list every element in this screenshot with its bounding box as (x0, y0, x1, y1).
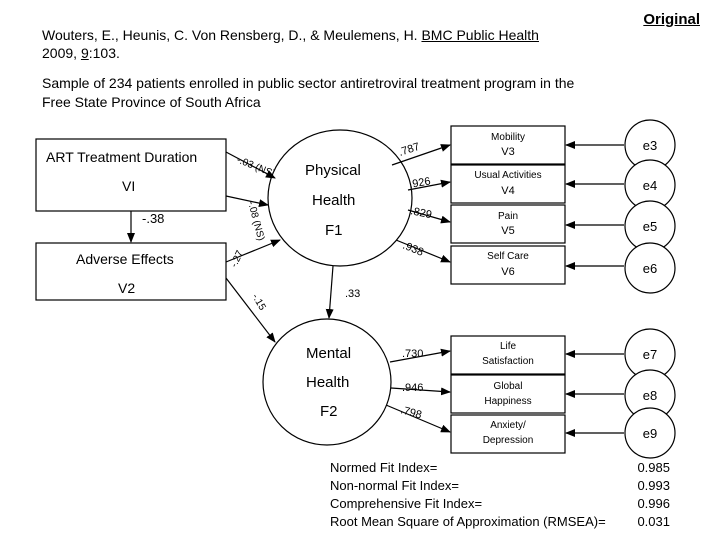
v9-box (450, 414, 566, 454)
f2-line1: Mental (306, 345, 351, 362)
v5-line2: V5 (501, 225, 514, 237)
arrow-f1-v3 (391, 144, 451, 166)
v8-line1: Global (494, 381, 523, 392)
arrow-f1-v5 (407, 209, 451, 224)
loading-v4: .926 (408, 175, 431, 191)
fit-row-nfi: Normed Fit Index= 0.985 (330, 459, 670, 477)
v8-line2: Happiness (484, 396, 531, 407)
e8-label: e8 (643, 388, 657, 403)
fit-label: Root Mean Square of Approximation (RMSEA… (330, 514, 606, 529)
arrow-f1-v4 (407, 179, 451, 191)
v3-line1: Mobility (491, 132, 525, 143)
v3-line2: V3 (501, 146, 514, 158)
loading-v9: .798 (399, 404, 423, 421)
sample-description-line-2: Free State Province of South Africa (42, 94, 261, 110)
v4-line2: V4 (501, 185, 514, 197)
f1-line2: Health (312, 192, 355, 209)
fit-indices: Normed Fit Index= 0.985 Non-normal Fit In… (330, 459, 670, 531)
arrow-f1-v6 (395, 239, 451, 263)
fit-value: 0.996 (637, 496, 670, 511)
v9-line1: Anxiety/ (490, 420, 526, 431)
v2-name: Adverse Effects (76, 251, 174, 267)
label-v2-f2: -.15 (249, 292, 267, 313)
citation-line-1: Wouters, E., Heunis, C. Von Rensberg, D.… (42, 26, 539, 44)
fit-row-rmsea: Root Mean Square of Approximation (RMSEA… (330, 513, 670, 531)
v5-box (450, 204, 566, 244)
arrow-v1-f1-ns (225, 195, 269, 208)
v6-box (450, 245, 566, 285)
sample-description: Sample of 234 patients enrolled in publi… (42, 74, 682, 112)
v6-line2: V6 (501, 266, 514, 278)
fit-label: Normed Fit Index= (330, 460, 438, 475)
v3-box (450, 125, 566, 165)
v1-box (35, 138, 227, 212)
arrow-f1-f2 (325, 265, 334, 319)
arrow-f2-v8 (390, 387, 451, 396)
fit-label: Comprehensive Fit Index= (330, 496, 483, 511)
f2-code: F2 (320, 403, 338, 420)
citation-journal: BMC Public Health (421, 27, 539, 43)
fit-value: 0.985 (637, 460, 670, 475)
v4-box (450, 164, 566, 204)
v9-line2: Depression (483, 435, 534, 446)
label-v1v2-coef: -.38 (142, 211, 164, 226)
v1-code: VI (122, 178, 135, 194)
e5-label: e5 (643, 219, 657, 234)
citation-volume: 9 (80, 45, 89, 61)
loading-v6: .938 (401, 240, 425, 259)
v7-line2: Satisfaction (482, 356, 534, 367)
loading-v7: .730 (402, 348, 423, 360)
v7-line1: Life (500, 341, 517, 352)
original-link[interactable]: Original (643, 11, 700, 28)
e7-label: e7 (643, 347, 657, 362)
e6-label: e6 (643, 261, 657, 276)
citation-line-2: 2009, 9:103. (42, 45, 120, 61)
loading-v8: .946 (402, 382, 423, 394)
fit-row-cfi: Comprehensive Fit Index= 0.996 (330, 495, 670, 513)
label-v1-f1-ns: -.08 (NS) (245, 200, 266, 242)
arrow-f2-v9 (385, 404, 451, 433)
label-v2-f1: -.27 (229, 249, 246, 270)
v1-name: ART Treatment Duration (46, 149, 197, 165)
arrow-v1-f1 (225, 151, 276, 179)
e6-circle (624, 242, 676, 294)
v5-line1: Pain (498, 211, 518, 222)
citation-authors: Wouters, E., Heunis, C. Von Rensberg, D.… (42, 27, 418, 43)
arrow-v2-f1 (225, 239, 281, 263)
e4-label: e4 (643, 178, 657, 193)
f1-line1: Physical (305, 162, 361, 179)
e3-label: e3 (643, 138, 657, 153)
fit-value: 0.993 (637, 478, 670, 493)
loading-v5: .829 (409, 205, 432, 221)
f2-ellipse (262, 318, 392, 446)
v2-box (35, 242, 227, 301)
f2-line2: Health (306, 374, 349, 391)
v4-line1: Usual Activities (474, 170, 541, 181)
citation: Wouters, E., Heunis, C. Von Rensberg, D.… (42, 26, 539, 62)
e9-label: e9 (643, 426, 657, 441)
citation-year: 2009 (42, 45, 74, 61)
e9-circle (624, 407, 676, 459)
fit-label: Non-normal Fit Index= (330, 478, 459, 493)
f1-code: F1 (325, 222, 343, 239)
arrow-f2-v7 (389, 348, 451, 363)
label-f1-f2: .33 (345, 288, 360, 300)
f1-ellipse (267, 129, 413, 267)
fit-value: 0.031 (637, 514, 670, 529)
v2-code: V2 (118, 280, 135, 296)
sample-description-line-1: Sample of 234 patients enrolled in publi… (42, 75, 575, 91)
v6-line1: Self Care (487, 251, 529, 262)
fit-row-nnfi: Non-normal Fit Index= 0.993 (330, 477, 670, 495)
arrow-v2-f2 (225, 277, 276, 343)
citation-pages: :103. (88, 45, 120, 61)
